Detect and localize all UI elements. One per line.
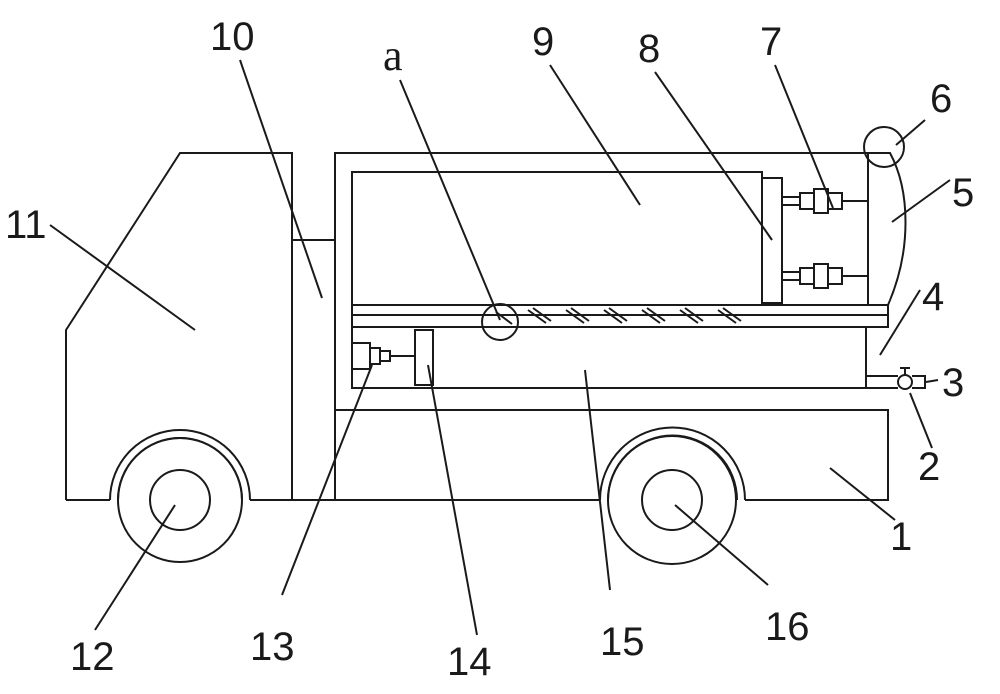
valve-handle xyxy=(900,367,910,375)
label-13: 13 xyxy=(250,625,295,669)
cab-connector xyxy=(292,239,335,501)
ring xyxy=(863,126,905,168)
upper-tank xyxy=(351,171,763,306)
label-5: 5 xyxy=(952,171,974,215)
label-7: 7 xyxy=(760,20,782,64)
detail-circle-a xyxy=(481,303,519,341)
lower-piston xyxy=(414,329,434,386)
label-14: 14 xyxy=(447,640,492,684)
rear-wheel xyxy=(599,426,746,565)
label-6: 6 xyxy=(930,77,952,121)
rear-box xyxy=(867,152,907,306)
cab xyxy=(65,152,293,501)
label-11: 11 xyxy=(5,203,47,247)
lower-tank xyxy=(351,326,867,389)
label-9: 9 xyxy=(532,20,554,64)
upper-cylinders xyxy=(782,188,868,289)
label-2: 2 xyxy=(918,445,940,489)
leader-lines xyxy=(49,59,951,636)
valve xyxy=(897,374,913,390)
label-a: a xyxy=(383,31,403,80)
spiral-blades xyxy=(495,307,742,325)
front-wheel xyxy=(109,429,251,563)
label-12: 12 xyxy=(70,635,115,679)
upper-piston xyxy=(761,177,783,304)
label-16: 16 xyxy=(765,605,810,649)
body-frame xyxy=(334,152,889,501)
label-1: 1 xyxy=(890,515,912,559)
lower-cylinder xyxy=(351,342,415,370)
label-10: 10 xyxy=(210,15,255,59)
label-3: 3 xyxy=(942,361,964,405)
label-4: 4 xyxy=(922,275,944,319)
label-8: 8 xyxy=(638,27,660,71)
outlet-pipe xyxy=(866,375,926,389)
label-15: 15 xyxy=(600,620,645,664)
labels: 1 2 3 4 5 6 7 8 9 10 11 12 13 14 15 16 a xyxy=(5,15,974,684)
